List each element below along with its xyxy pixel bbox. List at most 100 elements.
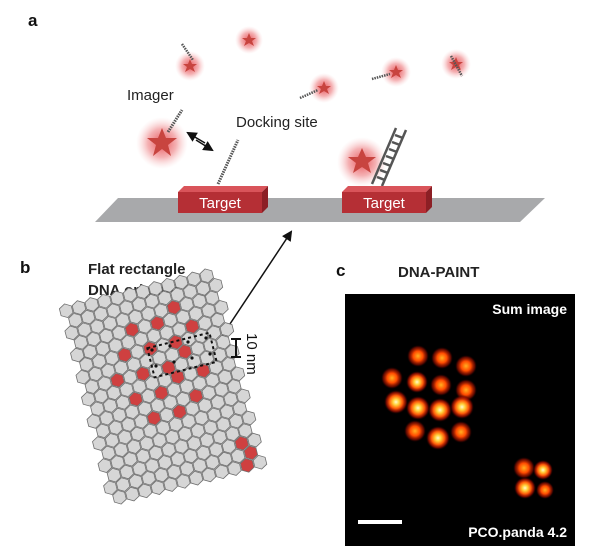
hex-cell-marked: [188, 388, 204, 404]
hex-cell: [90, 401, 105, 417]
hex-cell: [131, 297, 147, 312]
hex-cell: [179, 379, 195, 394]
hex-cell-marked: [243, 445, 259, 461]
hex-cell: [203, 420, 218, 435]
hex-cell: [124, 404, 140, 420]
hex-cell-marked: [150, 315, 165, 331]
hex-cell-marked: [161, 360, 176, 375]
target-left-label: Target: [199, 195, 242, 212]
hex-cell: [159, 407, 175, 423]
dna-paint-title: DNA-PAINT: [398, 264, 479, 281]
hex-cell: [208, 360, 224, 375]
hex-cell: [232, 401, 248, 416]
surface-plane: [95, 198, 545, 222]
hex-cell: [175, 309, 191, 325]
origami-title-line1: Flat rectangle: [88, 261, 186, 278]
hex-cell: [86, 331, 101, 347]
hex-cell: [210, 312, 225, 328]
hex-cell: [113, 360, 129, 375]
hex-cell: [236, 388, 251, 404]
hex-cell: [194, 410, 209, 426]
hex-cell: [77, 322, 92, 338]
hex-cell: [163, 394, 178, 410]
sum-image-label: Sum image: [492, 301, 567, 317]
hex-cell: [108, 338, 123, 353]
imager-strand: [166, 109, 184, 133]
scale-bar-10nm: 10 nm: [231, 333, 260, 375]
hex-cell: [143, 423, 158, 439]
hex-cell: [179, 296, 194, 312]
hex-cell: [104, 350, 120, 366]
hex-cell-marked: [184, 319, 200, 334]
hex-cell: [216, 417, 231, 432]
hex-cell: [179, 461, 195, 476]
target-side: [262, 186, 268, 213]
hex-cell: [221, 356, 237, 372]
hex-cell: [210, 394, 226, 410]
hex-cell: [208, 277, 224, 293]
hex-cell: [214, 300, 229, 315]
hex-cell-marked: [172, 404, 187, 420]
hex-cell: [103, 480, 118, 496]
hex-cell: [99, 328, 114, 344]
hex-cell: [201, 303, 216, 318]
panel-letter-b: b: [20, 258, 30, 277]
binding-arrow: [186, 131, 206, 144]
fluorescent-spot: [406, 396, 430, 420]
hex-cell: [181, 413, 196, 429]
hex-cell: [146, 328, 162, 344]
target-left: [178, 192, 262, 213]
hex-cell: [199, 432, 215, 448]
panel-letter-a: a: [28, 11, 38, 30]
imager-label: Imager: [127, 87, 174, 104]
box-dot: [190, 356, 194, 360]
panel-a: Imager Docking site Target Target: [95, 26, 545, 222]
hex-cell: [141, 388, 156, 404]
hex-cell: [241, 410, 257, 426]
hex-cell: [163, 312, 178, 328]
hex-cell-marked: [117, 347, 132, 363]
hex-cell: [170, 451, 186, 467]
hex-cell: [174, 357, 189, 372]
hex-cell-marked: [110, 372, 125, 388]
star-icon: [183, 59, 197, 72]
hex-cell: [204, 290, 220, 306]
hex-cell: [84, 297, 100, 312]
docking-strand: [216, 139, 240, 185]
hex-cell-marked: [166, 300, 182, 315]
hex-cell: [166, 382, 182, 397]
hex-cell: [70, 347, 85, 363]
unbinding-arrow: [195, 139, 214, 152]
hex-cell: [228, 413, 244, 429]
hex-cell: [106, 467, 122, 483]
hex-cell: [99, 410, 114, 426]
hex-cell-marked: [154, 385, 169, 401]
hex-cell: [110, 290, 125, 306]
localization-spots: [381, 345, 554, 499]
hex-cell: [141, 306, 156, 322]
hex-cell: [126, 439, 142, 454]
hex-cell: [165, 429, 180, 445]
hex-cell: [112, 489, 127, 505]
hex-cell: [115, 395, 131, 410]
hex-cell: [82, 344, 98, 360]
target-right: [342, 192, 426, 213]
hex-cell: [192, 458, 208, 473]
hex-cell: [101, 445, 116, 461]
box-dot: [204, 336, 208, 340]
origami-hex-grid: [58, 268, 268, 505]
hex-cell-marked: [135, 366, 151, 382]
hex-cell: [106, 385, 122, 401]
target-side: [426, 186, 432, 213]
hex-cell: [230, 448, 246, 464]
hex-cell: [75, 369, 91, 385]
hex-cell: [188, 306, 204, 322]
hex-cell: [106, 303, 121, 319]
hex-cell: [119, 382, 134, 398]
hex-cell: [186, 436, 202, 451]
box-dot: [168, 344, 172, 348]
hex-cell: [199, 268, 214, 284]
target-top: [178, 186, 268, 192]
hex-cell: [115, 312, 131, 328]
hex-cell: [201, 385, 217, 401]
